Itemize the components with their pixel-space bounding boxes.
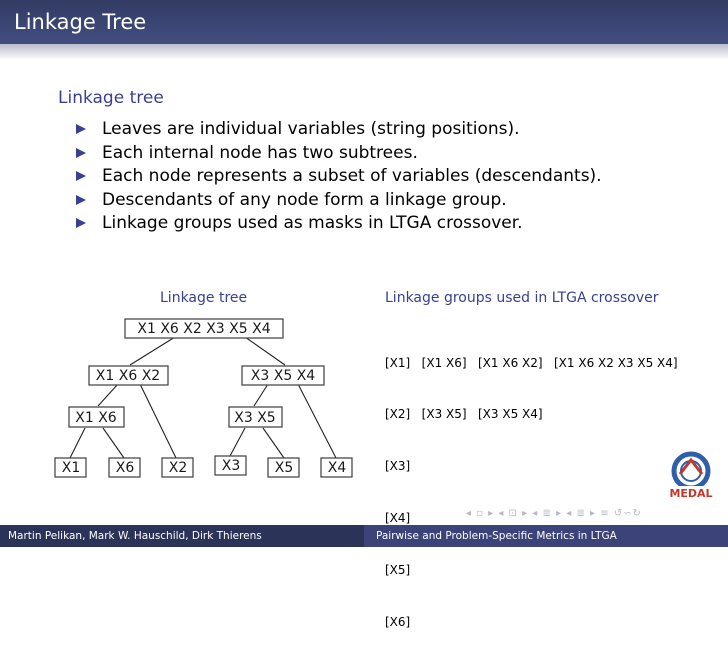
bullet-list: Leaves are individual variables (string …: [76, 118, 602, 236]
linkage-tree-diagram: X1 X6 X2 X3 X5 X4 X1 X6 X2 X3 X5 X4 X1 X…: [54, 318, 353, 478]
group-line: [X2] [X3 X5] [X3 X5 X4]: [385, 407, 543, 422]
medal-logo: MEDAL: [669, 451, 713, 500]
tree-leaf-x6: X6: [108, 457, 141, 478]
tree-node-right: X3 X5 X4: [241, 365, 325, 386]
group-line: [X1] [X1 X6] [X1 X6 X2] [X1 X6 X2 X3 X5 …: [385, 355, 678, 370]
group-line: [X4]: [385, 511, 411, 526]
tree-leaf-x1: X1: [54, 457, 87, 478]
tree-node-root: X1 X6 X2 X3 X5 X4: [124, 318, 284, 339]
tree-title: Linkage tree: [160, 290, 248, 306]
bullet-text: Each internal node has two subtrees.: [102, 142, 418, 163]
group-line: [X5]: [385, 563, 411, 578]
node-label: X6: [116, 460, 135, 476]
frame-title: Linkage Tree: [14, 10, 147, 34]
beamer-navigation-icons[interactable]: ◂ ▫ ▸ ◂ ⊡ ▸ ◂ ≣ ▸ ◂ ≣ ▸ ≡ ↺∽↻: [466, 508, 642, 519]
svg-text:MEDAL: MEDAL: [669, 487, 712, 500]
bullet-text: Linkage groups used as masks in LTGA cro…: [102, 213, 523, 233]
group-line: [X3]: [385, 459, 411, 474]
group-line: [X6]: [385, 615, 411, 630]
triangle-bullet-icon: [76, 147, 86, 158]
triangle-bullet-icon: [76, 218, 86, 228]
tree-leaf-x4: X4: [320, 457, 353, 478]
bullet-item: Leaves are individual variables (string …: [76, 118, 602, 142]
bullet-text: Descendants of any node form a linkage g…: [102, 189, 507, 210]
tree-leaf-x3: X3: [214, 455, 247, 476]
node-label: X3: [222, 458, 241, 474]
frame-title-bar: Linkage Tree: [0, 0, 728, 44]
node-label: X4: [328, 460, 347, 476]
node-label: X1: [62, 460, 81, 476]
tree-node-left: X1 X6 X2: [88, 365, 169, 386]
footer-bar: Martin Pelikan, Mark W. Hauschild, Dirk …: [0, 525, 728, 547]
footer-title: Pairwise and Problem-Specific Metrics in…: [376, 530, 617, 542]
bullet-text: Leaves are individual variables (string …: [102, 119, 520, 139]
triangle-bullet-icon: [76, 194, 86, 205]
groups-title: Linkage groups used in LTGA crossover: [385, 290, 659, 306]
footer-right: Pairwise and Problem-Specific Metrics in…: [364, 525, 728, 547]
bullet-text: Each node represents a subset of variabl…: [102, 166, 602, 186]
node-label: X1 X6 X2 X3 X5 X4: [137, 321, 270, 337]
triangle-bullet-icon: [76, 171, 86, 181]
tree-node-x3x5: X3 X5: [228, 406, 283, 428]
tree-leaf-x2: X2: [161, 457, 194, 478]
triangle-bullet-icon: [76, 124, 86, 134]
bullet-item: Each node represents a subset of variabl…: [76, 165, 602, 189]
bullet-item: Each internal node has two subtrees.: [76, 142, 602, 166]
tree-edges: [69, 336, 337, 459]
bullet-item: Descendants of any node form a linkage g…: [76, 189, 602, 213]
footer-authors: Martin Pelikan, Mark W. Hauschild, Dirk …: [8, 530, 262, 542]
tree-node-x1x6: X1 X6: [68, 406, 125, 428]
bullet-item: Linkage groups used as masks in LTGA cro…: [76, 212, 602, 236]
node-label: X3 X5: [234, 410, 275, 426]
section-heading: Linkage tree: [58, 88, 164, 108]
node-label: X1 X6: [75, 410, 117, 426]
node-label: X2: [169, 460, 188, 476]
node-label: X5: [275, 460, 294, 476]
tree-leaf-x5: X5: [267, 457, 300, 478]
title-shadow: [0, 44, 728, 60]
node-label: X3 X5 X4: [251, 368, 315, 384]
footer-left: Martin Pelikan, Mark W. Hauschild, Dirk …: [0, 525, 364, 547]
node-label: X1 X6 X2: [96, 368, 160, 384]
